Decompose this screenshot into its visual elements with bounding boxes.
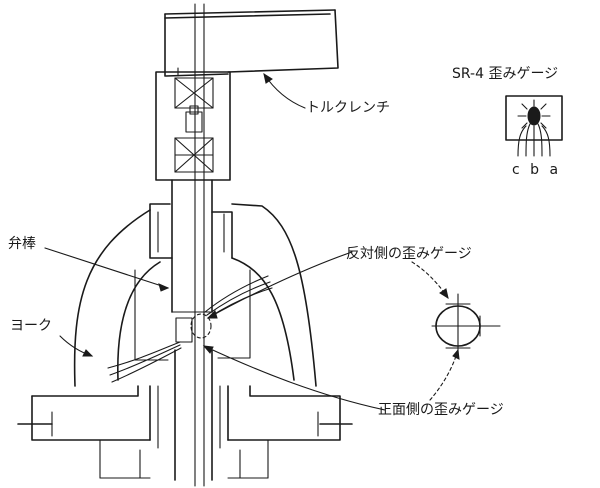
label-back-gauge: 反対側の歪みゲージ <box>346 246 472 262</box>
yoke-body <box>73 203 317 387</box>
sr4-gauge-inset <box>505 95 563 157</box>
wrench-socket <box>155 71 231 181</box>
label-front-gauge: 正面側の歪みゲージ <box>378 402 504 418</box>
base-flange <box>17 385 353 479</box>
torque-wrench <box>164 9 339 77</box>
back-gauge-marker <box>190 313 212 339</box>
leader-lines <box>44 72 460 411</box>
label-sr4-title: SR-4 歪みゲージ <box>452 66 558 82</box>
label-valve-stem: 弁棒 <box>8 236 36 252</box>
stem-cross-section <box>431 293 501 359</box>
label-gauge-leads: c b a <box>512 162 561 178</box>
label-yoke: ヨーク <box>10 318 52 334</box>
label-torque-wrench: トルクレンチ <box>306 100 390 116</box>
